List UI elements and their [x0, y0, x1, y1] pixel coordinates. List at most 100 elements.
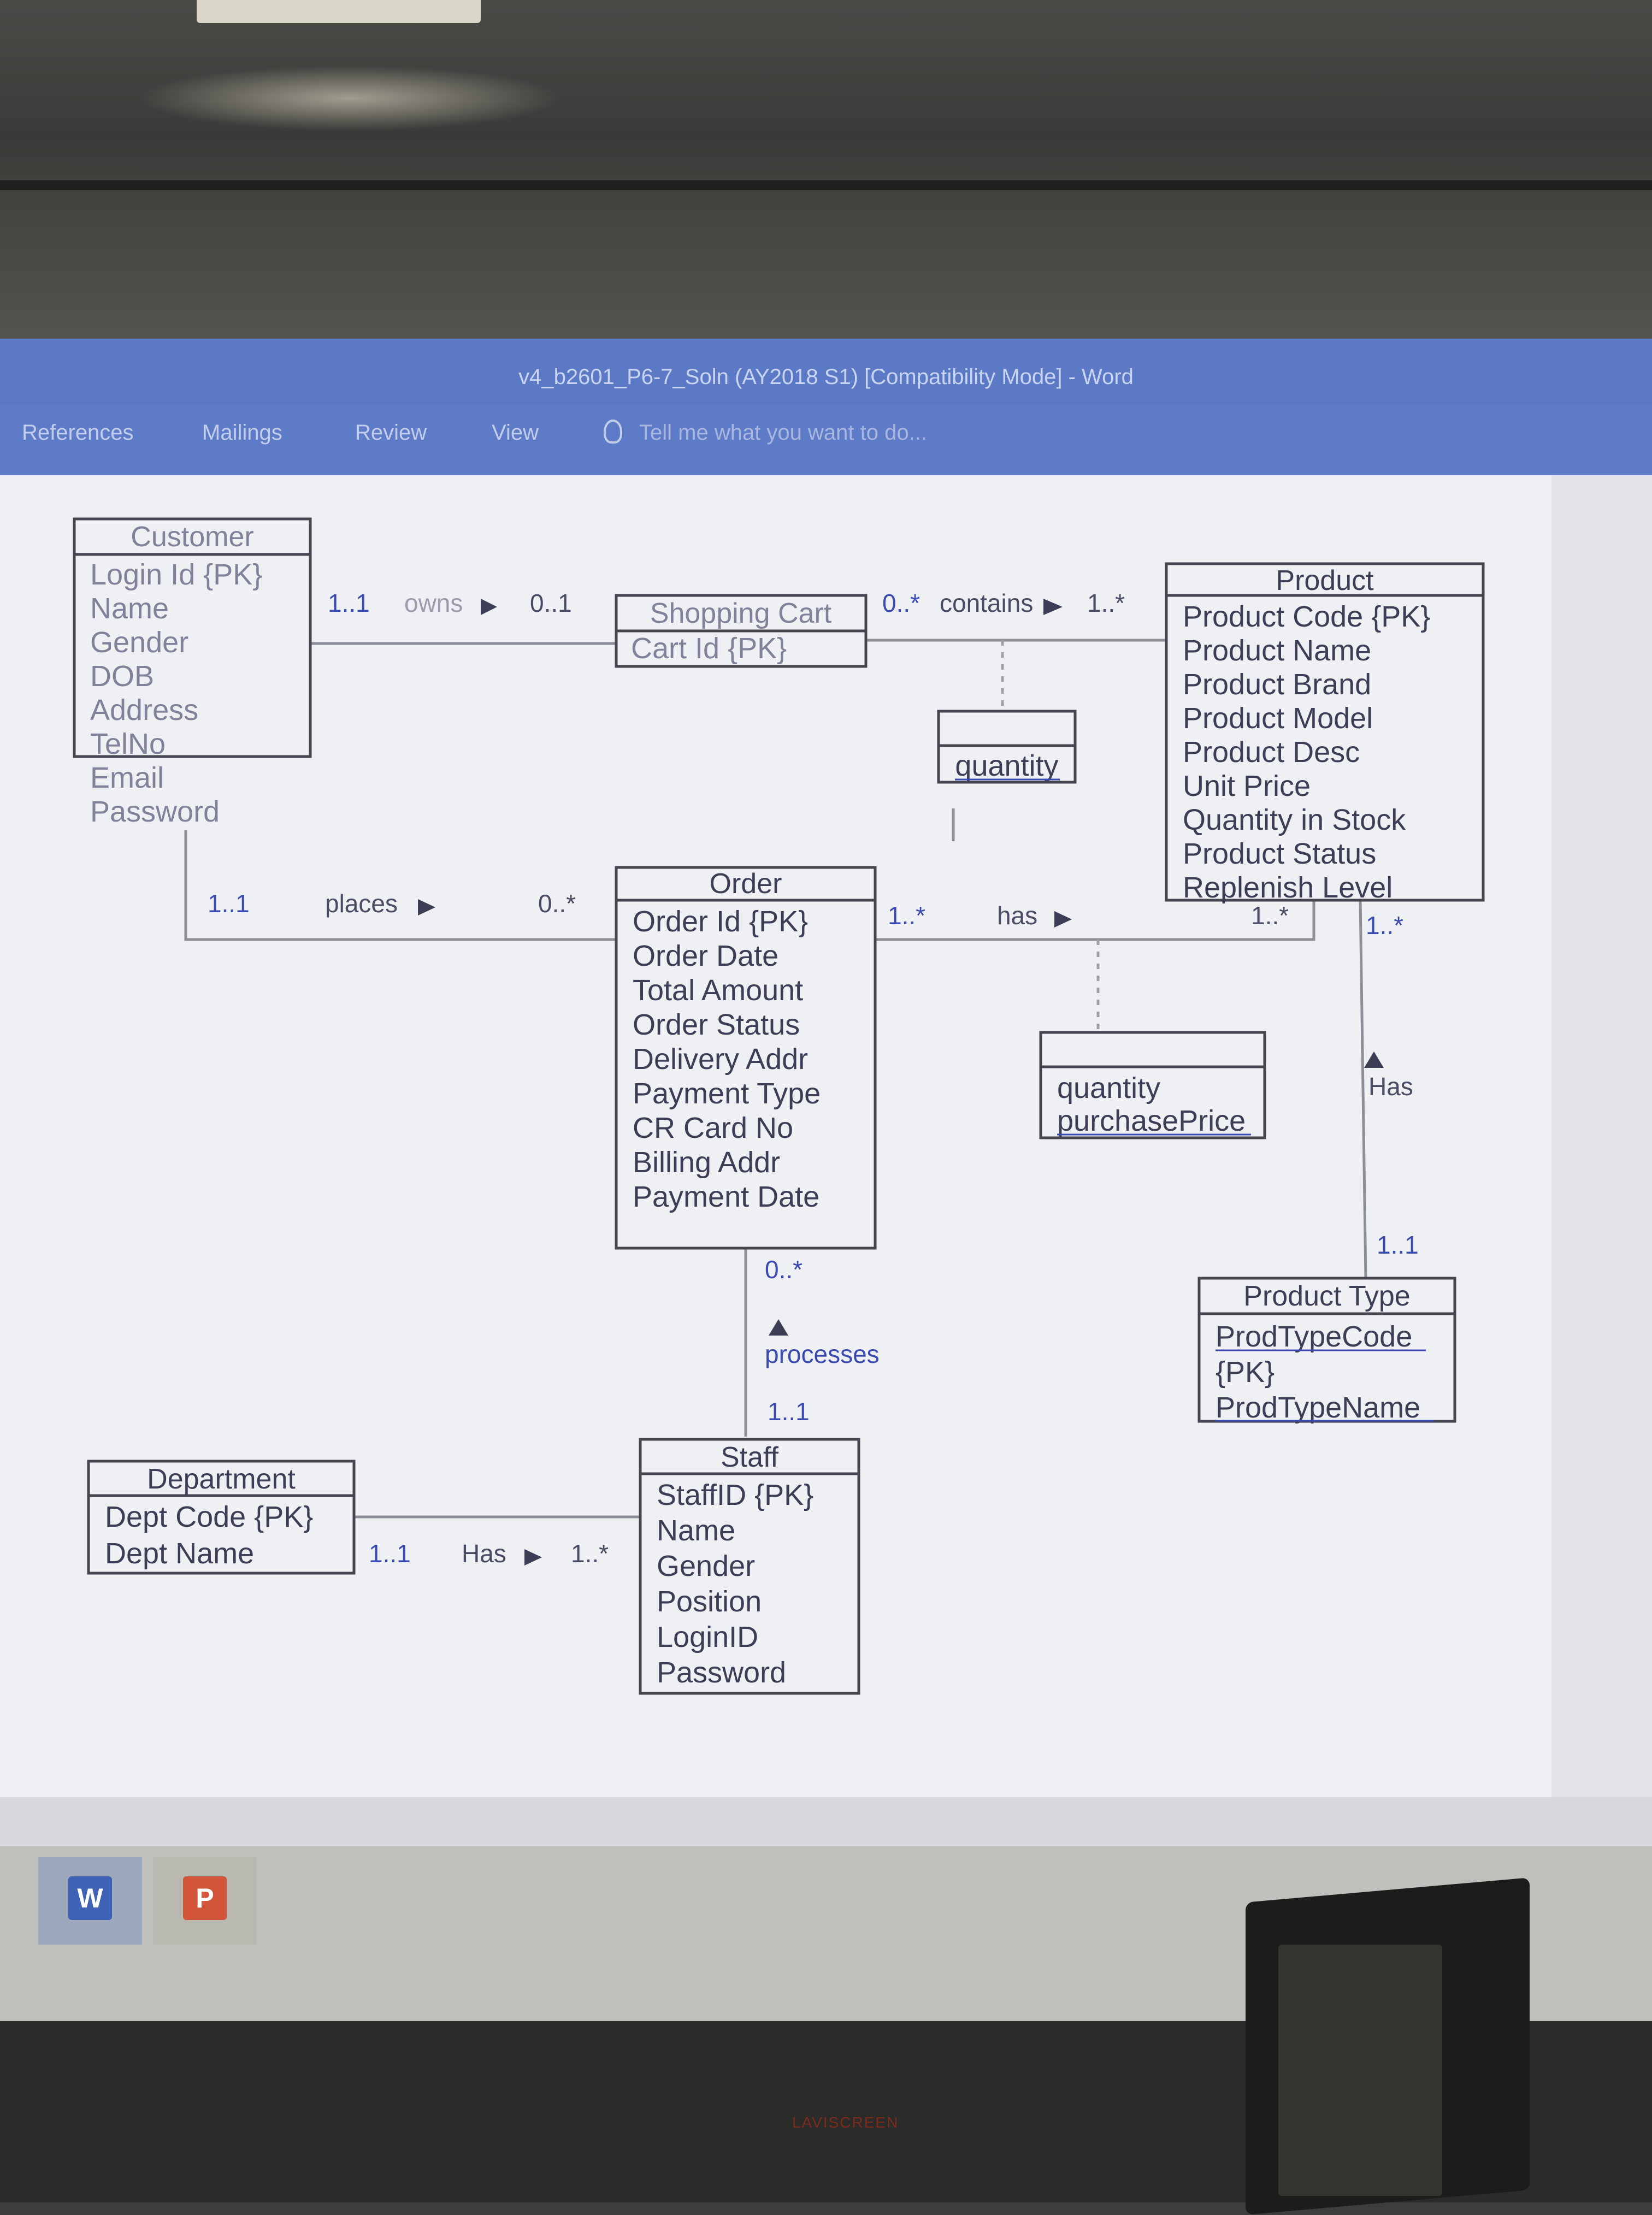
multiplicity: 0..* — [882, 589, 920, 617]
entity-product-type: Product Type ProdTypeCode {PK} ProdTypeN… — [1197, 1277, 1456, 1424]
attribute: TelNo — [90, 728, 166, 760]
tab-references[interactable]: References — [22, 421, 134, 445]
attribute: Password — [657, 1656, 786, 1689]
tab-view[interactable]: View — [492, 421, 539, 445]
powerpoint-icon[interactable]: P — [183, 1876, 227, 1920]
multiplicity: 1..* — [571, 1539, 609, 1568]
word-icon[interactable]: W — [68, 1876, 112, 1920]
attribute: Name — [657, 1514, 735, 1547]
entity-department: Department Dept Code {PK} Dept Name — [87, 1460, 356, 1575]
attribute: purchasePrice — [1057, 1104, 1246, 1137]
direction-arrow-icon — [769, 1319, 788, 1336]
attribute: Unit Price — [1183, 770, 1311, 802]
multiplicity: 0..* — [538, 889, 576, 918]
attribute: Product Name — [1183, 634, 1371, 667]
type-has-line — [1359, 900, 1367, 1279]
direction-arrow-icon — [1364, 1052, 1384, 1068]
attribute: Product Code {PK} — [1183, 600, 1430, 633]
entity-title: Staff — [721, 1442, 779, 1473]
relationship-label: processes — [765, 1340, 880, 1368]
attribute: Product Brand — [1183, 668, 1371, 701]
attribute: quantity — [1057, 1072, 1160, 1104]
relationship-label: contains — [940, 589, 1033, 617]
entity-title: Shopping Cart — [650, 598, 832, 629]
tab-review[interactable]: Review — [355, 421, 427, 445]
attribute: Email — [90, 761, 164, 794]
multiplicity: 1..* — [1366, 911, 1403, 940]
entity-title: Order — [710, 868, 782, 900]
relationship-type-has: 1..* Has 1..1 — [1364, 911, 1419, 1259]
relationship-places: 1..1 places 0..* — [208, 889, 576, 918]
multiplicity: 1..1 — [369, 1539, 411, 1568]
attribute: Gender — [657, 1550, 755, 1582]
association-order-has: quantity purchasePrice — [1039, 1031, 1266, 1139]
attribute: Password — [90, 795, 220, 828]
relationship-dept-has: 1..1 Has 1..* — [369, 1539, 609, 1568]
relationship-label: Has — [462, 1539, 506, 1568]
relationship-contains: 0..* contains 1..* — [882, 589, 1125, 617]
brand-label: LAVISCREEN — [792, 2114, 899, 2131]
relationship-order-has: 1..* has 1..* — [888, 901, 1289, 930]
attribute: Cart Id {PK} — [631, 632, 787, 665]
projector-screen-edge — [0, 180, 1652, 190]
attribute: ProdTypeName — [1216, 1391, 1420, 1424]
title-bar — [0, 339, 1652, 404]
light-glare — [137, 66, 563, 131]
attribute: Product Model — [1183, 702, 1373, 735]
er-diagram: Customer Login Id {PK} Name Gender DOB A… — [73, 517, 1485, 1695]
entity-title: Customer — [131, 521, 253, 553]
relationship-label: has — [997, 901, 1037, 930]
attribute: Delivery Addr — [633, 1043, 808, 1076]
multiplicity: 1..* — [1087, 589, 1125, 617]
foreground-monitor-panel — [1278, 1945, 1442, 2196]
attribute: Product Desc — [1183, 736, 1360, 769]
attribute: Payment Date — [633, 1180, 819, 1213]
attribute: Position — [657, 1585, 762, 1618]
multiplicity: 1..1 — [208, 889, 250, 918]
entity-title: Product Type — [1243, 1280, 1410, 1312]
tell-me-search[interactable]: Tell me what you want to do... — [639, 421, 927, 445]
relationship-owns: 1..1 owns 0..1 — [328, 589, 572, 617]
multiplicity: 1..* — [888, 901, 925, 930]
attribute: LoginID — [657, 1621, 758, 1653]
attribute: Dept Code {PK} — [105, 1501, 313, 1533]
room-background — [0, 0, 1652, 344]
association-contains: quantity — [937, 710, 1077, 784]
direction-arrow-icon — [524, 1549, 542, 1566]
multiplicity: 1..* — [1251, 901, 1289, 930]
connectors — [184, 639, 1367, 1519]
multiplicity: 1..1 — [328, 589, 370, 617]
direction-arrow-icon — [481, 599, 497, 615]
attribute: Product Status — [1183, 837, 1376, 870]
relationship-label: Has — [1368, 1072, 1413, 1101]
entity-order: Order Order Id {PK} Order Date Total Amo… — [615, 866, 877, 1250]
attribute: Address — [90, 694, 198, 726]
attribute: quantity — [955, 749, 1058, 782]
places-line — [184, 830, 616, 941]
entity-customer: Customer Login Id {PK} Name Gender DOB A… — [73, 517, 312, 828]
relationship-processes: 0..* processes 1..1 — [765, 1255, 880, 1426]
attribute: Gender — [90, 626, 188, 659]
attribute: Billing Addr — [633, 1146, 780, 1179]
document-page[interactable] — [0, 475, 1551, 1797]
attribute: ProdTypeCode — [1216, 1320, 1412, 1353]
direction-arrow-icon — [1054, 911, 1072, 928]
attribute: StaffID {PK} — [657, 1479, 813, 1511]
attribute: Order Status — [633, 1008, 800, 1041]
ribbon-tab-bar — [0, 404, 1652, 475]
entity-title: Product — [1276, 565, 1374, 596]
attribute: Payment Type — [633, 1077, 821, 1110]
attribute: Login Id {PK} — [90, 558, 262, 591]
multiplicity: 1..1 — [768, 1397, 810, 1426]
attribute: Replenish Level — [1183, 871, 1393, 904]
window-title: v4_b2601_P6-7_Soln (AY2018 S1) [Compatib… — [518, 365, 1134, 389]
attribute: Quantity in Stock — [1183, 804, 1406, 836]
tab-mailings[interactable]: Mailings — [202, 421, 282, 445]
attribute: {PK} — [1216, 1356, 1275, 1389]
order-has-line — [875, 900, 1315, 941]
multiplicity: 1..1 — [1377, 1231, 1419, 1259]
entity-staff: Staff StaffID {PK} Name Gender Position … — [639, 1438, 860, 1695]
direction-arrow-icon — [1043, 599, 1063, 615]
lightbulb-icon[interactable] — [604, 420, 622, 444]
relationship-label: places — [325, 889, 398, 918]
